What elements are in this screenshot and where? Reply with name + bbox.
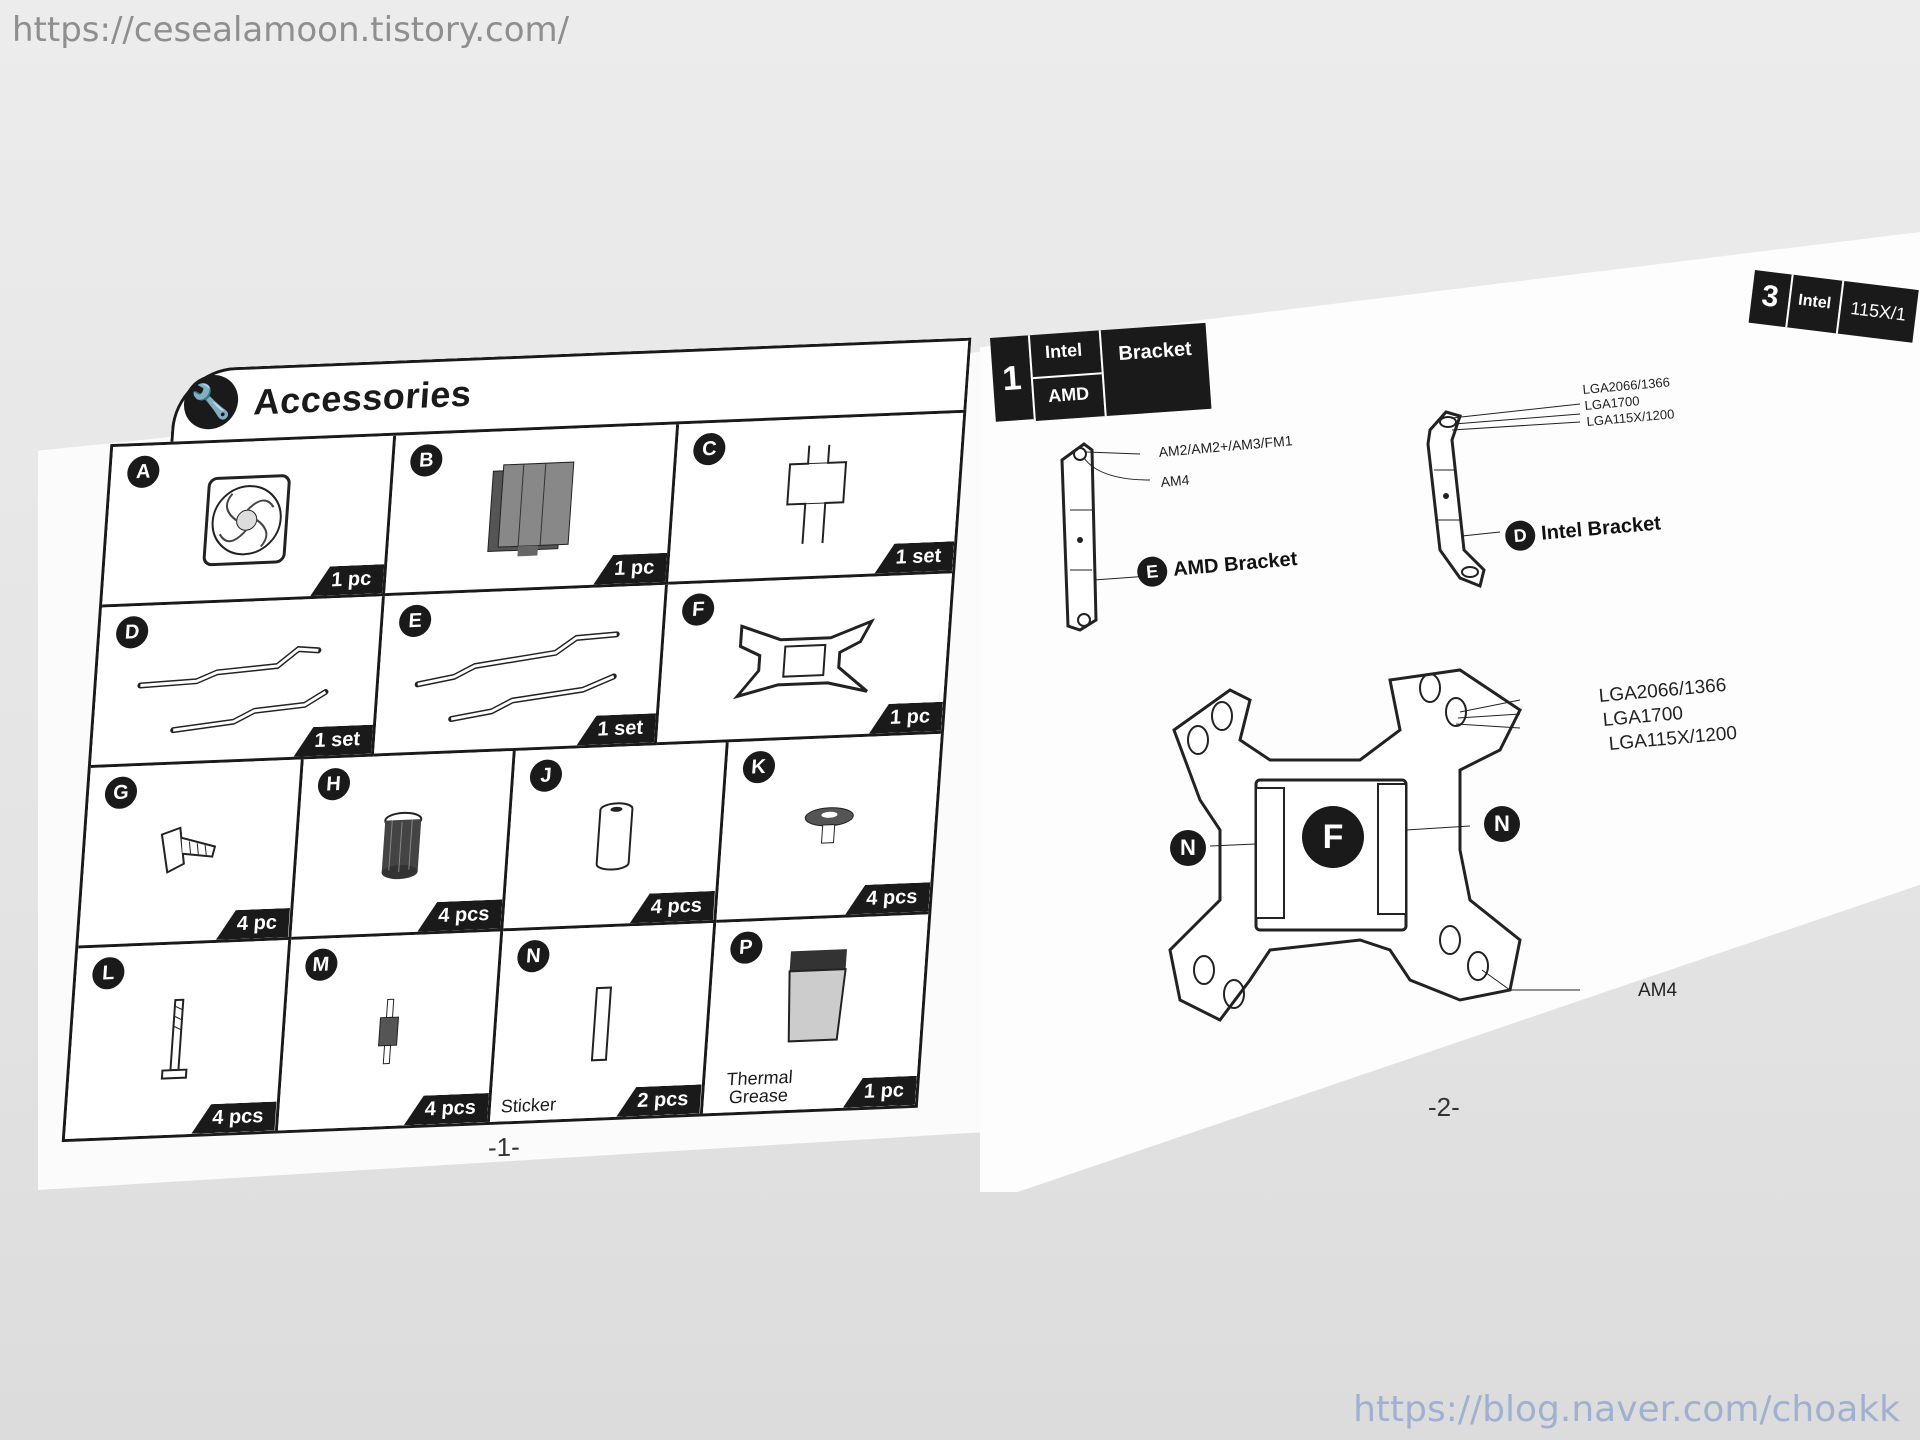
long-screw-icon (153, 995, 200, 1092)
accessory-cell-p: P Thermal Grease 1 pc (702, 914, 929, 1114)
accessory-cell-f: F 1 pc (656, 573, 952, 746)
backplate-letter-n-left: N (1170, 830, 1206, 866)
intel-bracket-drawing (1426, 403, 1580, 589)
intel-bracket-letter: D (1504, 519, 1537, 552)
screw-icon (152, 822, 227, 890)
clip-icon (771, 441, 859, 560)
amd-bracket-icon (411, 616, 628, 730)
step-1-header: 1 Intel AMD Bracket (990, 322, 1212, 424)
accessories-section: 🔧 Accessories A 1 pc B 1 pc C (61, 337, 972, 1146)
step-title: Bracket (1098, 322, 1212, 417)
amd-bracket-name: AMD Bracket (1172, 547, 1299, 581)
amd-bracket-drawing (1060, 442, 1151, 632)
accessory-cell-j: J 4 pcs (503, 742, 729, 932)
accessory-cell-c: C 1 set (668, 412, 964, 585)
amd-bracket-letter: E (1136, 555, 1169, 588)
brand-amd: AMD (1032, 372, 1105, 422)
page-3-brand: Intel (1784, 274, 1842, 334)
intel-bracket-icon (133, 627, 340, 740)
page-3-sockets: 115X/1 (1835, 280, 1920, 343)
backplate-letter-f: F (1302, 806, 1364, 868)
step-number: 1 (990, 335, 1034, 422)
accessory-cell-l: L 4 pcs (64, 939, 291, 1139)
backplate-letter-n-right: N (1484, 806, 1520, 842)
accessory-cell-a: A 1 pc (101, 435, 397, 608)
washer-screw-icon (796, 802, 860, 860)
accessory-cell-g: G 4 pc (78, 759, 304, 949)
backplate-am4-label: AM4 (1638, 980, 1678, 1001)
standoff-icon (371, 997, 406, 1073)
accessory-cell-n: N Sticker 2 pcs (489, 922, 716, 1122)
sticker-icon (583, 983, 619, 1069)
fan-icon (199, 471, 296, 576)
spacer-icon (591, 801, 636, 878)
amd-socket-label-2: AM4 (1160, 471, 1191, 490)
backplate-socket-label-1: LGA2066/1366 (1598, 674, 1728, 707)
accessory-cell-m: M 4 pcs (277, 931, 504, 1131)
thermal-grease-icon (778, 945, 855, 1053)
intel-bracket-name: Intel Bracket (1540, 511, 1662, 545)
watermark-bottom: https://blog.naver.com/choakk (1353, 1389, 1900, 1430)
page-number-right: -2- (1428, 1092, 1460, 1122)
backplate-drawing (1168, 668, 1580, 1022)
step-brands: Intel AMD (1027, 330, 1105, 422)
heatsink-icon (477, 457, 584, 566)
accessory-cell-h: H 4 pcs (290, 750, 516, 940)
accessories-grid: A 1 pc B 1 pc C 1 set (61, 409, 967, 1143)
accessory-cell-b: B 1 pc (385, 424, 680, 597)
backplate-icon (726, 610, 883, 711)
accessory-cell-e: E 1 set (373, 584, 669, 757)
nut-icon (374, 809, 429, 886)
watermark-top: https://cesealamoon.tistory.com/ (12, 10, 570, 50)
accessory-cell-d: D 1 set (90, 596, 386, 768)
brand-intel: Intel (1044, 339, 1083, 363)
accessory-cell-k: K 4 pcs (715, 733, 941, 923)
